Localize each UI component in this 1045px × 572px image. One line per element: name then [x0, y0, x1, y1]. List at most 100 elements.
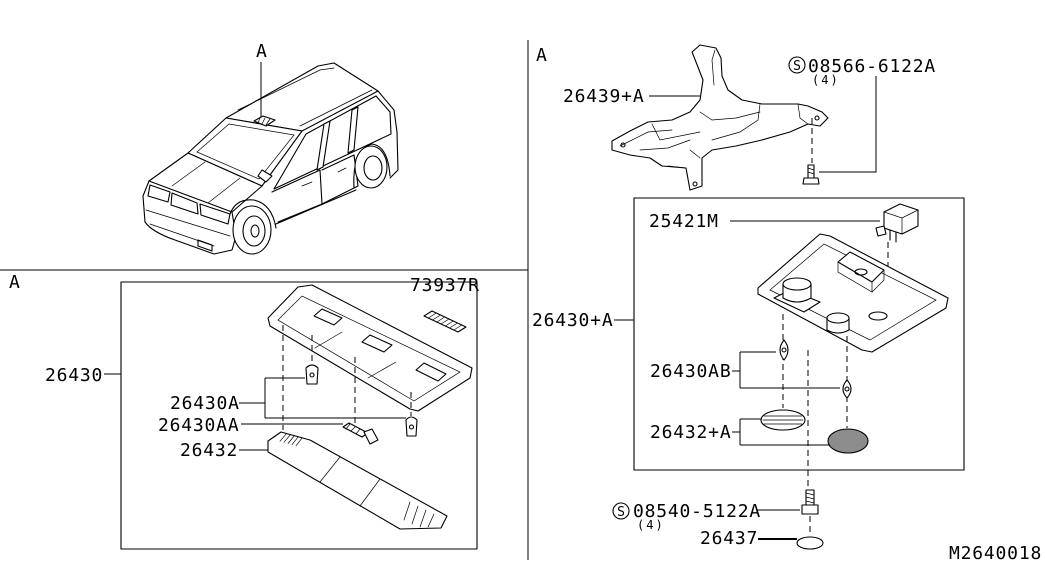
part-25421m [875, 203, 919, 243]
vehicle-front-wheel-arch [229, 199, 277, 229]
bracket-26439 [611, 44, 829, 191]
clip-26430a-2-hole [408, 424, 415, 430]
upper-screw-thread [807, 167, 815, 175]
vehicle-side-mirror [257, 169, 273, 183]
upper-screw-head [802, 177, 820, 185]
left-pin-26430aa [342, 422, 379, 445]
right-view-label: A [536, 45, 548, 66]
vehicle-roof-lamp-hatch [257, 117, 271, 126]
lens-26432-outline [267, 431, 448, 530]
right-housing-socket-inner [854, 268, 868, 276]
right-view-frame [633, 197, 965, 471]
label-26430a: 26430A [170, 393, 240, 414]
label-08566-6122a: 08566-6122A [808, 56, 936, 77]
bracket-26439-hole-1 [620, 142, 626, 148]
label-26430-plus-a: 26430+A [532, 310, 613, 331]
lower-screw-symbol: S [617, 505, 625, 520]
right-lamp-housing [757, 233, 949, 353]
vehicle-front-fascia [142, 180, 237, 255]
vehicle-headlight-right [199, 203, 231, 225]
label-26430: 26430 [45, 365, 103, 386]
label-lower-screw-qty: (4) [637, 518, 665, 532]
lens-26432-sections [319, 456, 381, 507]
label-26439: 26439+A [563, 86, 644, 107]
label-25421m: 25421M [649, 211, 719, 232]
clip-26430ab-1-hole [781, 347, 787, 353]
lenses-26432-plus-a [760, 409, 869, 454]
vehicle-callout-label: A [256, 41, 268, 62]
lower-screw-thread [805, 492, 815, 504]
clip-26430ab-2-hole [844, 386, 850, 392]
clip-26430ab-2 [842, 379, 852, 399]
lens-26432-hatch-left [279, 432, 303, 447]
vehicle-grille [170, 192, 199, 215]
left-clips-26430a [305, 364, 418, 437]
leader-26432-plus-a [732, 418, 830, 446]
lower-screw-symbol-circle [612, 502, 630, 520]
left-housing-rim [277, 295, 461, 402]
leader-26430a [239, 377, 406, 419]
left-housing-window-2 [361, 334, 393, 353]
upper-screw-symbol: S [793, 59, 801, 74]
upper-screw-shank [807, 164, 815, 179]
upper-screw-symbol-circle [788, 56, 806, 74]
clips-26430ab [779, 339, 852, 399]
vehicle-hood [148, 152, 263, 213]
vehicle-rear-body [377, 90, 399, 179]
clip-26430ab-1 [779, 339, 789, 361]
left-view-frame [120, 281, 478, 550]
bracket-26439-outline [611, 44, 829, 191]
vehicle-hood-crease [171, 161, 241, 204]
vehicle-foglamp [197, 239, 213, 252]
leader-08566-6122a [819, 76, 877, 173]
vehicle-front-wheel-hub [250, 224, 260, 238]
vehicle-c-pillar [347, 106, 359, 154]
upper-screw [802, 164, 820, 185]
part-25421m-body [883, 203, 919, 235]
vehicle-rear-wheel-rim [363, 155, 383, 181]
pin-26430aa-head [363, 428, 379, 445]
label-26437: 26437 [700, 528, 758, 549]
left-housing-window-1 [313, 308, 343, 326]
pin-26430aa-ribs [345, 423, 361, 435]
lower-screw [801, 489, 819, 515]
diagram-code: M2640018 [949, 543, 1042, 564]
left-lens-26432 [267, 431, 448, 530]
right-housing-opening-depth [837, 261, 885, 293]
vehicle-illustration [142, 62, 399, 255]
label-73937r: 73937R [410, 275, 480, 296]
leader-26430ab [732, 351, 840, 389]
vehicle-roof-rail [237, 67, 373, 127]
right-housing-outline [757, 233, 949, 353]
clip-26430a-1-hole [309, 372, 315, 378]
label-08540-5122a: 08540-5122A [633, 501, 761, 522]
vehicle-side-windows [273, 95, 392, 190]
clip-26430a-1 [305, 364, 319, 385]
clip-26430a-2 [405, 416, 418, 437]
vehicle-headlight-left [147, 184, 171, 203]
right-housing-socket-1-top [782, 277, 812, 291]
left-housing-window-3 [415, 362, 447, 382]
right-housing-socket-2-top [826, 312, 850, 324]
vehicle-b-pillar [316, 120, 331, 171]
lens-26432-plus-a-1-lines [762, 415, 804, 425]
part-25421m-tab [875, 225, 887, 237]
left-part-73937r [423, 310, 467, 333]
vehicle-front-wheel-rim [242, 215, 266, 247]
cap-26437 [796, 536, 824, 550]
bracket-26439-hole-2 [692, 181, 698, 187]
vehicle-front-door [271, 169, 323, 223]
label-26430aa: 26430AA [158, 415, 239, 436]
label-26432-plus-a: 26432+A [650, 422, 731, 443]
lens-26432-plus-a-2 [827, 428, 869, 454]
vehicle-windshield-inner [196, 123, 295, 180]
left-lamp-housing [267, 284, 473, 412]
pin-26430aa-shank [342, 422, 369, 438]
bracket-26439-hole-3 [814, 115, 820, 121]
vehicle-door-handles [301, 167, 347, 187]
lower-screw-head [801, 504, 819, 515]
bracket-26439-details [619, 49, 809, 169]
part-73937r-hatch [427, 312, 463, 331]
vehicle-bumper-line [145, 209, 231, 247]
